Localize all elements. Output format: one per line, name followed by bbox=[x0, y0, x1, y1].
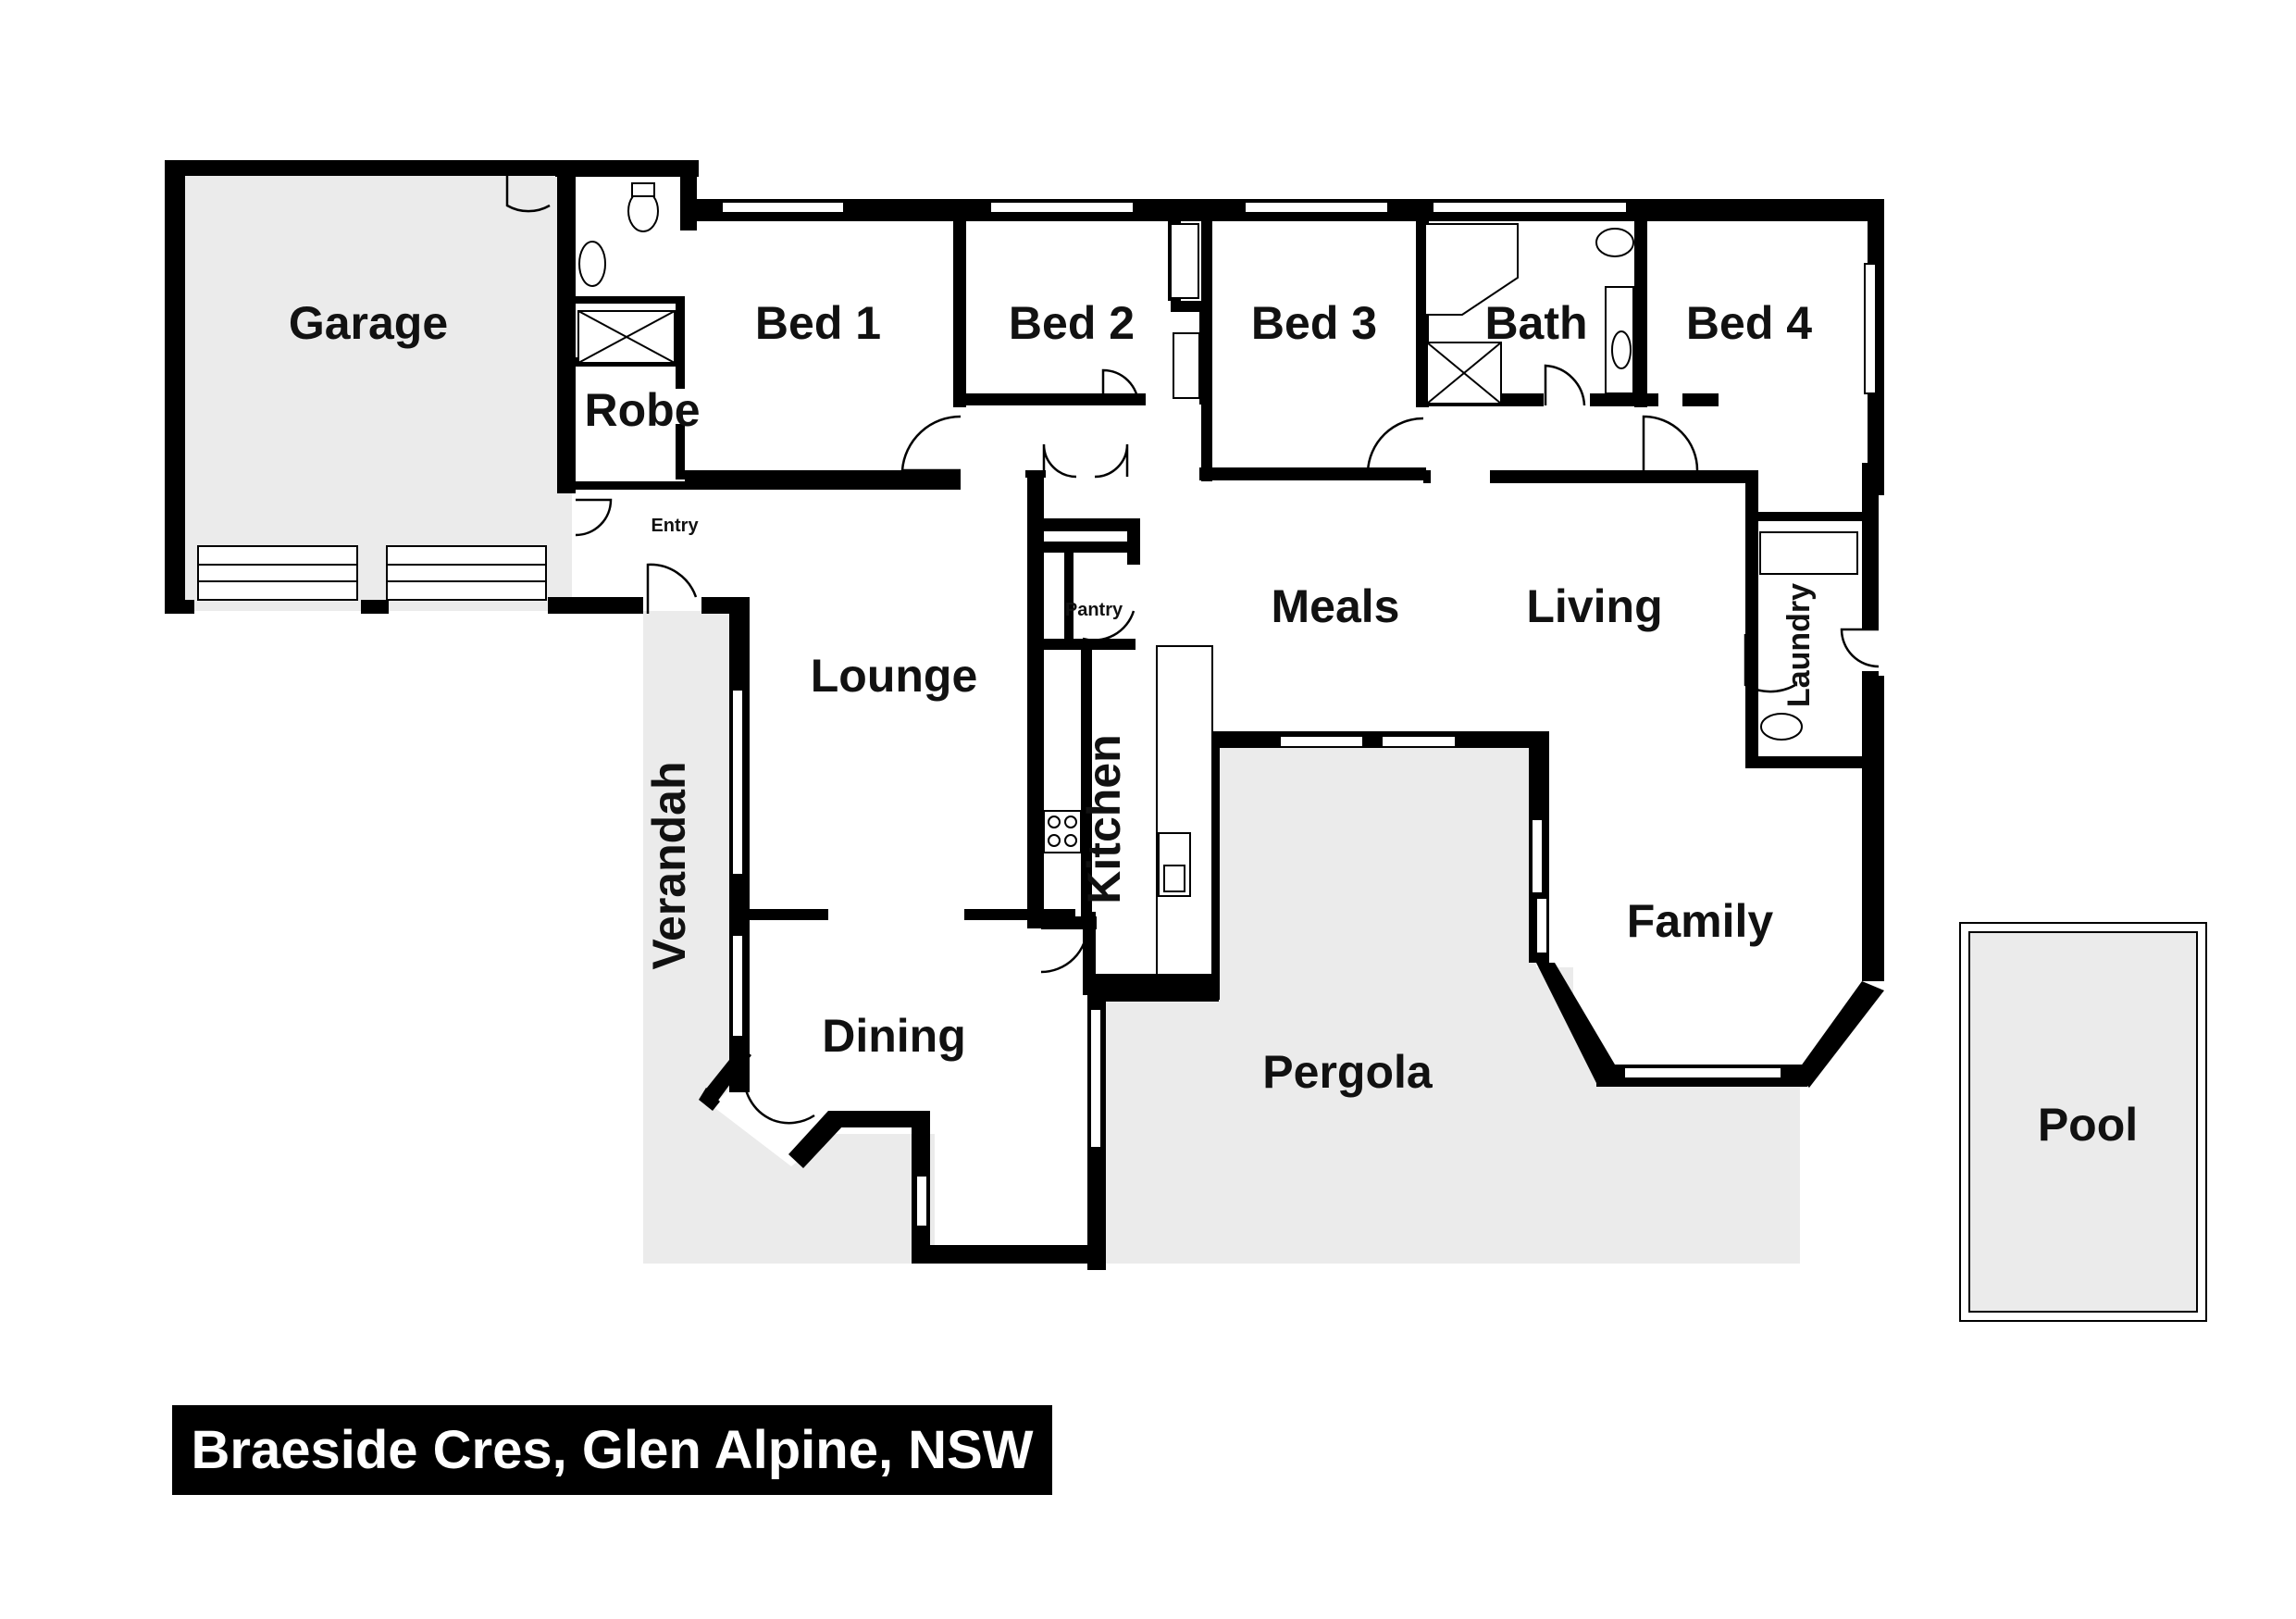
label-entry: Entry bbox=[651, 516, 699, 536]
label-pool: Pool bbox=[2038, 1099, 2138, 1151]
label-lounge: Lounge bbox=[811, 650, 978, 702]
label-garage: Garage bbox=[289, 297, 448, 349]
label-meals: Meals bbox=[1272, 580, 1400, 632]
laundry-tub bbox=[1759, 531, 1858, 575]
address-banner bbox=[172, 1405, 1052, 1495]
wardrobe bbox=[1170, 223, 1199, 299]
bathtub-icon bbox=[1424, 223, 1519, 316]
label-laundry: Laundry bbox=[1781, 583, 1817, 707]
label-bath: Bath bbox=[1484, 297, 1587, 349]
toilet-icon bbox=[1760, 713, 1803, 741]
label-robe: Robe bbox=[585, 384, 701, 436]
address-text: Braeside Cres, Glen Alpine, NSW bbox=[191, 1420, 1034, 1480]
basin-icon bbox=[578, 241, 606, 287]
label-verandah: Verandah bbox=[643, 761, 695, 969]
fixtures bbox=[197, 182, 1858, 976]
toilet-icon bbox=[1595, 228, 1634, 257]
cooktop-icon bbox=[1043, 810, 1082, 853]
label-kitchen: Kitchen bbox=[1078, 734, 1130, 903]
room-labels: Garage Bed 1 Bed 2 Bed 3 Bath Bed 4 Robe… bbox=[289, 297, 2138, 1151]
label-family: Family bbox=[1627, 895, 1774, 947]
label-living: Living bbox=[1526, 580, 1662, 632]
garage-floor bbox=[176, 171, 572, 611]
label-pantry: Pantry bbox=[1065, 600, 1123, 620]
garage-door-right bbox=[386, 545, 547, 601]
pergola-floor bbox=[1097, 745, 1800, 1264]
label-pergola: Pergola bbox=[1262, 1046, 1433, 1098]
label-bed2: Bed 2 bbox=[1009, 297, 1135, 349]
label-bed3: Bed 3 bbox=[1251, 297, 1377, 349]
wardrobe bbox=[1173, 332, 1200, 399]
doors bbox=[505, 176, 1880, 1125]
shaded-areas bbox=[176, 171, 1800, 1264]
windows bbox=[721, 201, 1877, 1227]
label-dining: Dining bbox=[822, 1010, 966, 1062]
garage-door-left bbox=[197, 545, 358, 601]
kitchen-bench bbox=[1156, 645, 1213, 976]
label-bed1: Bed 1 bbox=[755, 297, 881, 349]
pool bbox=[1959, 922, 2207, 1322]
label-bed4: Bed 4 bbox=[1686, 297, 1812, 349]
